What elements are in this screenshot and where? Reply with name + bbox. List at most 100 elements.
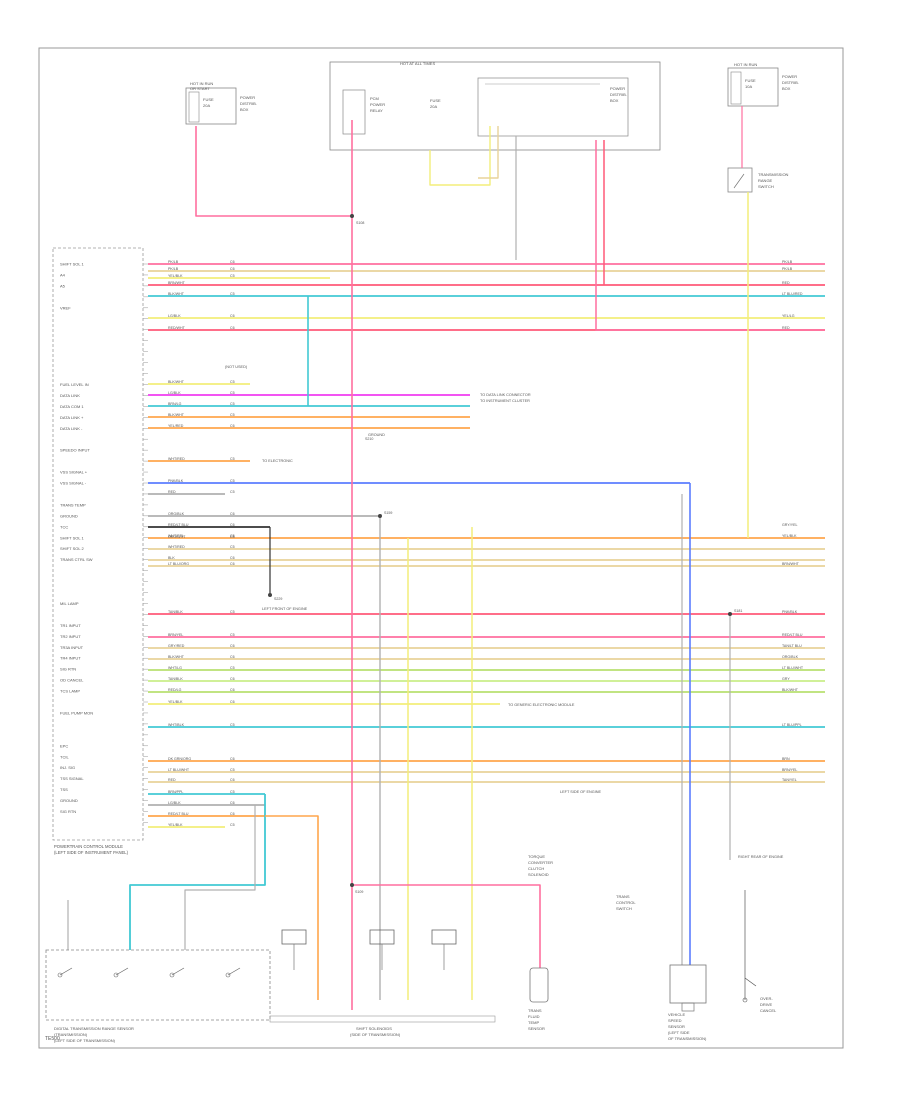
pcm-pin-label: TR1 INPUT bbox=[60, 623, 81, 628]
svg-text:POWER: POWER bbox=[782, 74, 797, 79]
vehicle-speed-sensor: VEHICLE SPEED SENSOR (LEFT SIDE OF TRANS… bbox=[668, 964, 707, 1041]
svg-text:HOT AT ALL TIMES: HOT AT ALL TIMES bbox=[400, 61, 435, 66]
wire-label-right: YEL/LG bbox=[782, 314, 795, 318]
svg-text:DISTRIB.: DISTRIB. bbox=[782, 80, 799, 85]
wire-label-left: WHT/RED bbox=[168, 545, 185, 549]
wire-label-right: TAN/LT BLU bbox=[782, 644, 802, 648]
annotation-note: LEFT SIDE OF ENGINE bbox=[560, 790, 602, 794]
splice-dot bbox=[728, 612, 732, 616]
pcm-pin-label: TR4 INPUT bbox=[60, 656, 81, 661]
svg-text:CONVERTER: CONVERTER bbox=[528, 860, 553, 865]
solenoid-connector bbox=[431, 929, 457, 945]
wire-connector-code: C6 bbox=[230, 556, 235, 560]
pcm-pin-label: EPC bbox=[60, 743, 68, 748]
wire-label-left: BLK/WHT bbox=[168, 413, 185, 417]
svg-text:SOLENOID: SOLENOID bbox=[528, 872, 549, 877]
wire-connector-code: C5 bbox=[230, 479, 235, 483]
wire-connector-code: C6 bbox=[230, 314, 235, 318]
wire-label-left: PNK/BLK bbox=[168, 479, 184, 483]
splice-label: S108 bbox=[356, 221, 364, 225]
wire-label-left: BRN/YEL bbox=[168, 633, 183, 637]
wire-label-left: YEL/BLK bbox=[168, 823, 183, 827]
pcm-pin-label: FUEL PUMP MON bbox=[60, 710, 93, 715]
wire-label-left: BLK/WHT bbox=[168, 380, 185, 384]
wire bbox=[352, 884, 541, 968]
splice-label: S159 bbox=[384, 511, 392, 515]
svg-text:(LEFT SIDE OF INSTRUMENT PANEL: (LEFT SIDE OF INSTRUMENT PANEL) bbox=[54, 850, 129, 855]
footer-code: TE500 bbox=[45, 1036, 60, 1042]
wire-connector-code: C6 bbox=[230, 523, 235, 527]
wire-label-right: BRN/WHT bbox=[782, 562, 800, 566]
svg-text:OVER-: OVER- bbox=[760, 996, 773, 1001]
svg-text:PCM: PCM bbox=[370, 96, 379, 101]
svg-text:SENSOR: SENSOR bbox=[668, 1024, 685, 1029]
wire-label-left: PK/LB bbox=[168, 267, 179, 271]
overdrive-cancel-switch: OVER- DRIVE CANCEL bbox=[742, 890, 777, 1013]
svg-text:SHIFT SOLENOIDS: SHIFT SOLENOIDS bbox=[356, 1026, 392, 1031]
wire-connector-code: C5 bbox=[230, 610, 235, 614]
wire bbox=[478, 126, 499, 179]
svg-text:BOX: BOX bbox=[782, 86, 791, 91]
wire-label-left: LG/BLK bbox=[168, 391, 181, 395]
pcm-pin-label: TCC bbox=[60, 524, 68, 529]
splice-label: S181 bbox=[734, 609, 742, 613]
pcm-pin-label: SHIFT SOL 1 bbox=[60, 262, 85, 267]
wire-connector-code: C5 bbox=[230, 823, 235, 827]
solenoid-connector bbox=[369, 929, 395, 945]
wire-connector-code: C6 bbox=[230, 655, 235, 659]
hot-at-all-times-block: HOT AT ALL TIMES PCM POWER RELAY FUSE 20… bbox=[329, 61, 661, 151]
svg-text:FUSE: FUSE bbox=[203, 97, 214, 102]
svg-text:FUSE: FUSE bbox=[745, 78, 756, 83]
wire-connector-code: C6 bbox=[230, 644, 235, 648]
svg-text:FLUID: FLUID bbox=[528, 1014, 540, 1019]
pcm-block: POWERTRAIN CONTROL MODULE (LEFT SIDE OF … bbox=[52, 247, 144, 855]
wire-connector-code: C6 bbox=[230, 562, 235, 566]
annotation-note: GROUND bbox=[368, 433, 385, 437]
wire-connector-code: C5 bbox=[230, 534, 235, 538]
wire-label-right: LT BLU/PPL bbox=[782, 723, 802, 727]
hot-in-run-block: HOT IN RUN FUSE 10A POWER DISTRIB. BOX bbox=[727, 62, 799, 107]
pcm-pin-label: A4 bbox=[60, 272, 66, 277]
wire-label-left: YEL/BLK bbox=[168, 274, 183, 278]
svg-text:RELAY: RELAY bbox=[370, 108, 383, 113]
wire-connector-code: C5 bbox=[230, 380, 235, 384]
trans-fluid-temp-sensor: TRANS FLUID TEMP SENSOR bbox=[528, 967, 549, 1031]
wire-label-left: LG/BLK bbox=[168, 314, 181, 318]
pcm-pin-label: VSS SIGNAL - bbox=[60, 481, 87, 486]
wire-label-left: WHT/RED bbox=[168, 457, 185, 461]
svg-text:HOT IN RUN: HOT IN RUN bbox=[190, 81, 213, 86]
wire-label-right: RED bbox=[782, 281, 790, 285]
splice-dot bbox=[350, 883, 354, 887]
pcm-pin-label: TSS bbox=[60, 787, 68, 792]
wire-connector-code: C5 bbox=[230, 292, 235, 296]
svg-text:OR START: OR START bbox=[190, 86, 210, 91]
pcm-pin-label: OD CANCEL bbox=[60, 678, 84, 683]
annotation-note: TO GENERIC ELECTRONIC MODULE bbox=[508, 703, 575, 707]
wire-label-right: GRY/YEL bbox=[782, 523, 798, 527]
wire-connector-code: C5 bbox=[230, 413, 235, 417]
wire-connector-code: C6 bbox=[230, 424, 235, 428]
diagram-frame bbox=[38, 47, 844, 1049]
wire-label-left: WHT/PPL bbox=[168, 534, 184, 538]
tcc-solenoid-label: TORQUE CONVERTER CLUTCH SOLENOID bbox=[528, 854, 553, 877]
svg-text:SWITCH: SWITCH bbox=[616, 906, 632, 911]
svg-text:POWERTRAIN CONTROL MODULE: POWERTRAIN CONTROL MODULE bbox=[54, 844, 123, 849]
svg-text:VEHICLE: VEHICLE bbox=[668, 1012, 685, 1017]
sensor-contact bbox=[225, 972, 231, 978]
svg-text:CANCEL: CANCEL bbox=[760, 1008, 777, 1013]
pcm-pin-label: MIL LAMP bbox=[60, 601, 79, 606]
sensor-switch bbox=[227, 967, 241, 976]
wire-connector-code: C5 bbox=[230, 545, 235, 549]
pcm-pin-label: INJ. SIG bbox=[60, 765, 75, 770]
svg-text:TEMP: TEMP bbox=[528, 1020, 539, 1025]
pcm-pin-label: TRANS CTRL SW bbox=[60, 557, 93, 562]
annotation-note: LEFT FRONT OF ENGINE bbox=[262, 607, 308, 611]
wire-label-right: PK/LB bbox=[782, 260, 793, 264]
sensor-contact bbox=[169, 972, 175, 978]
annotation-note: RIGHT REAR OF ENGINE bbox=[738, 855, 784, 859]
wire-label-left: LG/BLK bbox=[168, 801, 181, 805]
wires bbox=[67, 106, 825, 1010]
wire-label-left: YEL/RED bbox=[168, 424, 184, 428]
svg-text:(SIDE OF TRANSMISSION): (SIDE OF TRANSMISSION) bbox=[350, 1032, 401, 1037]
